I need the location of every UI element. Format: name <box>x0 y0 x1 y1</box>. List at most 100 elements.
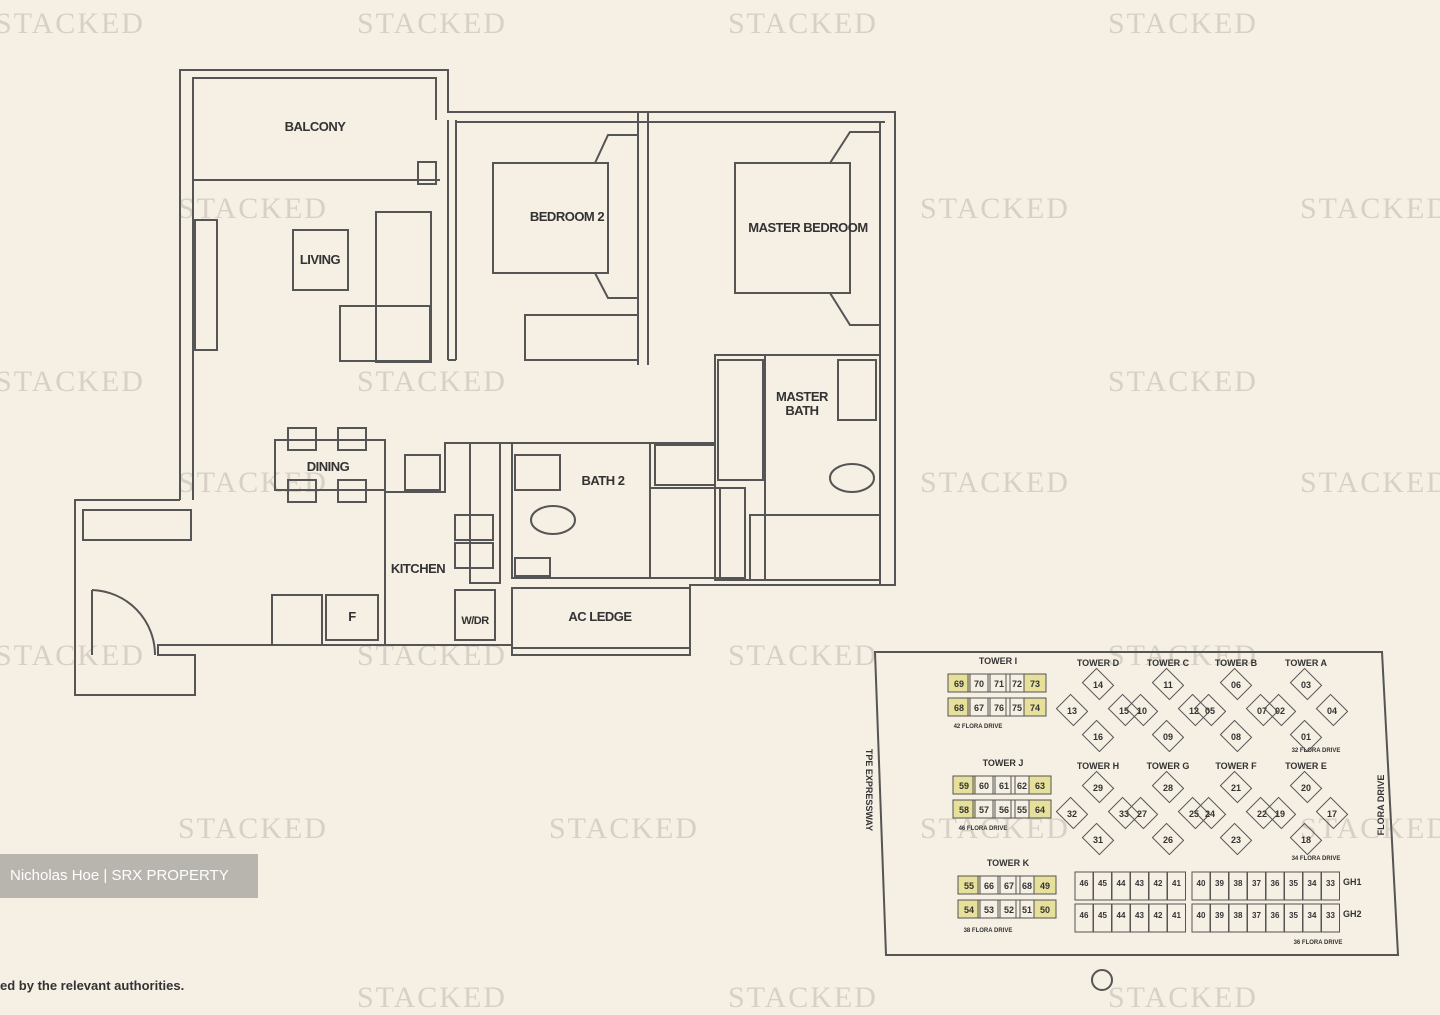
unit-stack <box>1081 719 1115 753</box>
unit-stack <box>957 875 981 895</box>
tower-address: 32 FLORA DRIVE <box>1292 748 1341 754</box>
unit-number: 55 <box>964 881 974 891</box>
unit-number: 06 <box>1231 680 1241 690</box>
unit-stack <box>977 875 1001 895</box>
tower-label: TOWER G <box>1147 761 1190 771</box>
unit-number: 43 <box>1135 911 1144 920</box>
unit-number: 35 <box>1289 879 1298 888</box>
unit-stack <box>1289 770 1323 804</box>
unit-stack <box>952 775 976 795</box>
unit-number: 74 <box>1030 703 1040 713</box>
tower-label: TOWER H <box>1077 761 1119 771</box>
unit-number: 37 <box>1252 911 1261 920</box>
unit-stack <box>947 697 971 717</box>
unit-number: 66 <box>984 881 994 891</box>
unit-number: 33 <box>1119 809 1129 819</box>
unit-number: 56 <box>999 805 1009 815</box>
label-bedroom-2: BEDROOM 2 <box>530 209 605 224</box>
unit-stack <box>1028 775 1052 795</box>
unit-stack <box>1023 673 1047 693</box>
unit-number: 31 <box>1093 835 1103 845</box>
unit-stack <box>967 673 991 693</box>
unit-stack <box>1219 667 1253 701</box>
tower-address: 42 FLORA DRIVE <box>954 724 1003 730</box>
unit-number: 57 <box>979 805 989 815</box>
unit-number: 51 <box>1022 905 1032 915</box>
unit-number: 02 <box>1275 706 1285 716</box>
tower-label: TOWER F <box>1215 761 1257 771</box>
unit-stack <box>1081 822 1115 856</box>
unit-number: 54 <box>964 905 974 915</box>
unit-number: 39 <box>1215 879 1224 888</box>
unit-stack <box>1289 667 1323 701</box>
unit-number: 32 <box>1067 809 1077 819</box>
unit-number: 73 <box>1030 679 1040 689</box>
unit-number: 09 <box>1163 732 1173 742</box>
agent-credit-badge: Nicholas Hoe | SRX PROPERTY <box>0 854 258 898</box>
unit-number: 55 <box>1017 805 1027 815</box>
unit-number: 45 <box>1098 911 1107 920</box>
unit-number: 60 <box>979 781 989 791</box>
unit-number: 64 <box>1035 805 1045 815</box>
tower-label: TOWER K <box>987 858 1030 868</box>
tower-address: 34 FLORA DRIVE <box>1292 856 1341 862</box>
unit-stack <box>1033 899 1057 919</box>
unit-stack <box>957 899 981 919</box>
tower-label: TOWER E <box>1285 761 1327 771</box>
unit-number: 03 <box>1301 680 1311 690</box>
unit-number: 76 <box>994 703 1004 713</box>
unit-stack <box>987 697 1011 717</box>
unit-number: 08 <box>1231 732 1241 742</box>
unit-stack <box>1177 693 1211 727</box>
unit-number: 18 <box>1301 835 1311 845</box>
tower-label: TOWER B <box>1215 658 1258 668</box>
unit-number: 59 <box>959 781 969 791</box>
unit-number: 37 <box>1252 879 1261 888</box>
unit-number: 12 <box>1189 706 1199 716</box>
unit-number: 70 <box>974 679 984 689</box>
unit-number: 62 <box>1017 781 1027 791</box>
road-flora-drive: FLORA DRIVE <box>1376 775 1386 836</box>
label-bath-2: BATH 2 <box>582 473 625 488</box>
unit-stack <box>1151 719 1185 753</box>
unit-number: 33 <box>1326 879 1335 888</box>
unit-number: 72 <box>1012 679 1022 689</box>
tower-label: TOWER A <box>1285 658 1327 668</box>
unit-number: 21 <box>1231 783 1241 793</box>
unit-stack <box>997 899 1021 919</box>
outer-wall-inner <box>192 77 437 500</box>
footnote: ed by the relevant authorities. <box>0 978 185 993</box>
unit-stack <box>967 697 991 717</box>
unit-stack <box>1177 796 1211 830</box>
unit-stack <box>1219 822 1253 856</box>
unit-number: 42 <box>1154 911 1163 920</box>
unit-number: 38 <box>1234 911 1243 920</box>
unit-stack <box>1263 796 1297 830</box>
tower-label: TOWER I <box>979 656 1017 666</box>
unit-number: 53 <box>984 905 994 915</box>
unit-number: 36 <box>1271 879 1280 888</box>
unit-stack <box>1125 796 1159 830</box>
unit-number: 41 <box>1172 879 1181 888</box>
unit-stack <box>972 775 996 795</box>
unit-stack <box>992 775 1016 795</box>
strata-row-label: GH1 <box>1343 877 1362 887</box>
unit-stack <box>1107 693 1141 727</box>
label-master-bath-2: BATH <box>785 403 818 418</box>
unit-stack <box>987 673 1011 693</box>
unit-number: 26 <box>1163 835 1173 845</box>
label-living: LIVING <box>300 252 341 267</box>
unit-number: 46 <box>1080 911 1089 920</box>
unit-number: 36 <box>1271 911 1280 920</box>
unit-stack <box>1315 693 1349 727</box>
unit-number: 39 <box>1215 911 1224 920</box>
tower-address: 46 FLORA DRIVE <box>959 826 1008 832</box>
unit-stack <box>1219 719 1253 753</box>
unit-stack <box>972 799 996 819</box>
unit-number: 75 <box>1012 703 1022 713</box>
unit-number: 22 <box>1257 809 1267 819</box>
unit-number: 50 <box>1040 905 1050 915</box>
unit-number: 63 <box>1035 781 1045 791</box>
strata-unit <box>1321 871 1340 901</box>
